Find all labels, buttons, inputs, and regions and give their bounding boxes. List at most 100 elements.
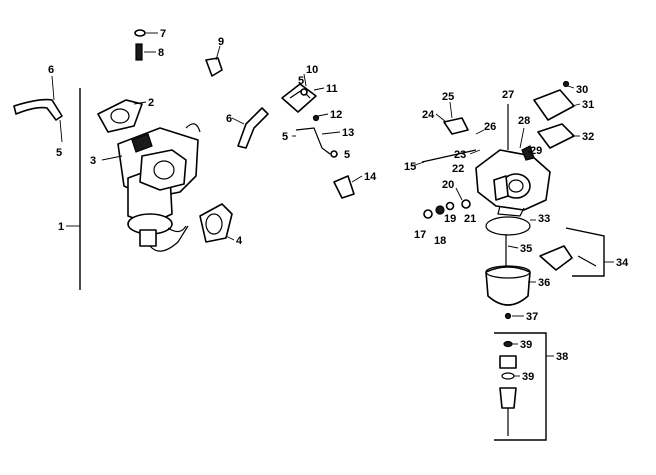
leader-10 [303,73,307,87]
leader-22 [469,149,481,155]
callout-27: 28 [518,115,530,127]
washer-38 [503,340,513,348]
callout-30: 31 [582,99,594,111]
callout-22: 23 [454,149,466,161]
screw-assembly-39 [499,355,517,369]
screw-20 [461,199,471,209]
bracket-23 [443,117,469,135]
callout-29: 30 [576,84,588,96]
leader-2 [133,101,147,105]
callout-20: 21 [464,213,476,225]
bracket-37 [494,332,547,441]
float-33 [539,245,573,271]
callout-31: 32 [582,131,594,143]
screw-29 [562,80,570,88]
callout-5a: 5 [56,147,62,159]
callout-32: 33 [538,213,550,225]
gasket-ring-32 [485,216,531,236]
link-rod-13 [295,127,331,155]
leader-5a [59,119,63,143]
float-bowl-rim [485,265,531,279]
leader-15 [411,161,425,167]
leader-23 [435,113,447,123]
fuel-hose-left [13,98,63,121]
washer-7 [134,29,146,37]
callout-33: 34 [616,257,629,269]
leader-6a [51,75,55,101]
callout-6b: 6 [226,113,232,125]
float-bowl-35 [485,266,531,306]
callout-6a: 6 [48,64,54,76]
callout-17: 18 [434,235,446,247]
spring-12 [312,114,320,122]
callout-1: 1 [58,221,64,233]
leader-6b [231,117,245,125]
callout-13: 13 [342,127,354,139]
callout-16: 17 [414,229,426,241]
callout-15: 15 [404,161,416,173]
screw-5-top [300,88,308,96]
leader-34 [507,245,519,249]
callout-35: 36 [538,277,550,289]
leader-11 [313,87,325,91]
gasket-lower [199,203,233,243]
callout-12: 12 [330,109,342,121]
callout-39: 39 [522,371,534,383]
gasket-lower-hole [205,213,223,235]
bowl-screw [499,387,517,409]
clip-9 [205,57,223,77]
fitting-14 [333,175,355,199]
callout-7: 7 [160,28,166,40]
callout-25: 26 [484,121,496,133]
callout-8: 8 [158,47,164,59]
leader-14 [351,175,363,183]
leader-27 [519,127,525,149]
callout-4: 4 [236,235,243,247]
callout-3: 3 [90,155,96,167]
callout-9: 9 [218,36,224,48]
washer-16 [423,209,433,219]
callout-28: 29 [530,145,542,157]
callout-21: 22 [452,163,464,175]
callout-5d: 5 [344,149,350,161]
gasket-31 [537,123,575,149]
callout-24: 25 [442,91,454,103]
callout-19: 20 [442,179,454,191]
leader-13 [321,131,341,135]
callout-37: 38 [556,351,568,363]
fuel-hose-middle [237,107,269,149]
washer-18 [445,201,455,211]
callout-23: 24 [422,109,435,121]
needle-33 [577,255,597,267]
leader-29 [567,85,575,89]
leader-24 [449,101,453,119]
leader-12 [317,113,329,117]
callout-11: 11 [326,83,338,95]
leader-9 [215,45,221,61]
callout-26: 27 [502,89,514,101]
spring-17 [435,205,445,215]
callout-38: 39 [520,339,532,351]
screw-5-right [330,150,338,158]
leader-19 [455,187,463,201]
gasket-top [97,99,143,133]
callout-18: 19 [444,213,456,225]
leader-4 [225,235,235,241]
carburetor-right [475,145,551,217]
callout-2: 2 [148,97,154,109]
callout-34: 35 [520,243,532,255]
screw-8 [135,43,143,61]
washer-39 [501,372,515,380]
plate-30 [533,89,575,121]
shaft-15 [421,149,477,163]
carburetor-left [117,123,201,252]
callout-5c: 5 [282,131,288,143]
leader-25 [475,129,485,135]
callout-36: 37 [526,311,538,323]
washer-36 [504,312,512,320]
callout-5b: 5 [298,75,304,87]
callout-14: 14 [364,171,377,183]
bracket-33 [565,227,605,277]
bracket-11 [281,83,317,113]
